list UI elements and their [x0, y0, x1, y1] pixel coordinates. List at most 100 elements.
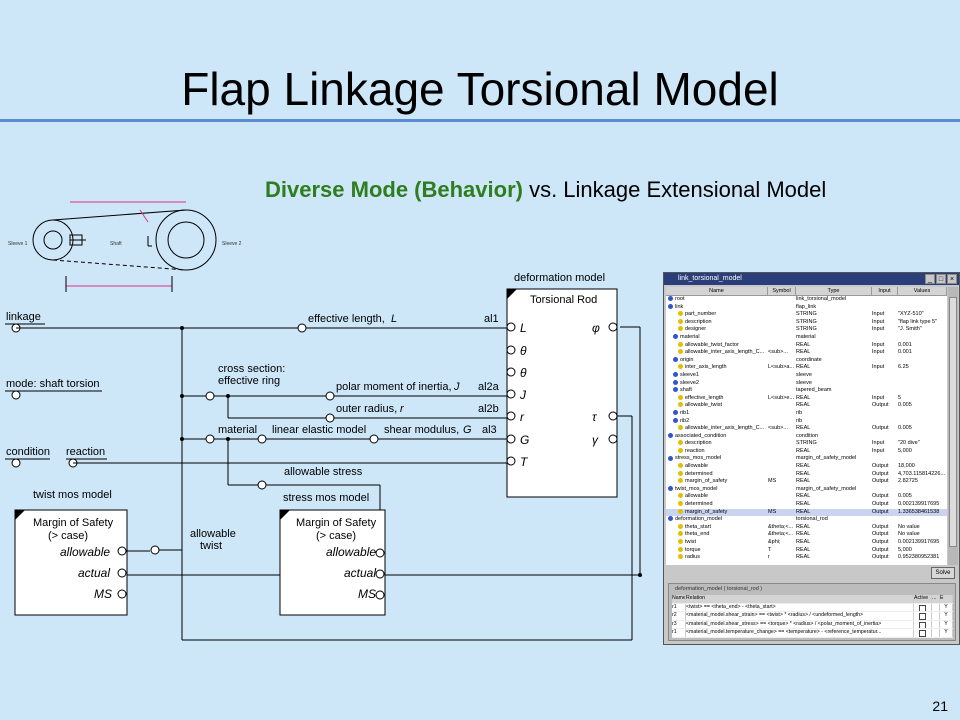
- col-symbol[interactable]: Symbol: [768, 287, 796, 295]
- relation-active: [914, 612, 932, 620]
- grid-scrollbar[interactable]: [948, 287, 958, 565]
- outer-radius-node[interactable]: [325, 413, 335, 423]
- relation-row[interactable]: r3<material_model.shear_stress> == <torq…: [672, 620, 953, 630]
- relation-row[interactable]: r1<twist> == <theta_end> - <theta_start>…: [672, 603, 953, 613]
- rel-col-relation: Relation: [686, 595, 914, 603]
- minimize-icon[interactable]: _: [925, 274, 935, 284]
- grid-cell-value: [898, 296, 947, 304]
- rod-port-G[interactable]: [506, 434, 516, 444]
- window-titlebar[interactable]: link_torsional_model _ □ ×: [664, 273, 959, 285]
- shear-modulus-node[interactable]: [369, 434, 379, 444]
- allowable-stress-node[interactable]: [257, 480, 267, 490]
- col-input[interactable]: Input: [872, 287, 898, 295]
- material-node[interactable]: [205, 434, 215, 444]
- twist-ms-port[interactable]: [117, 589, 127, 599]
- active-checkbox-icon[interactable]: [919, 613, 926, 620]
- grid-name-text: shaft: [680, 387, 692, 394]
- linear-elastic-node[interactable]: [257, 434, 267, 444]
- grid-cell-symbol: [768, 319, 796, 327]
- rod-port-L[interactable]: [506, 322, 516, 332]
- solve-button[interactable]: Solve: [931, 567, 955, 579]
- rod-port-theta1[interactable]: [506, 345, 516, 355]
- col-values[interactable]: Values: [898, 287, 947, 295]
- page-number: 21: [932, 698, 948, 714]
- eff-length-label: effective length,: [308, 313, 385, 325]
- grid-cell-type: REAL: [796, 478, 811, 485]
- stress-allowable-port[interactable]: [375, 548, 385, 558]
- grid-cell-value: [898, 380, 947, 388]
- col-name[interactable]: Name: [666, 287, 768, 295]
- rod-port-gamma[interactable]: [608, 434, 618, 444]
- grid-row[interactable]: allowable_inter_axis_length_C...<sub>...…: [666, 425, 947, 433]
- grid-cell-input: [872, 387, 898, 395]
- condition-port[interactable]: [11, 458, 21, 468]
- cross-section-node[interactable]: [205, 391, 215, 401]
- rod-port-phi[interactable]: [608, 322, 618, 332]
- stress-actual-port[interactable]: [375, 569, 385, 579]
- relation-row[interactable]: r1<material_model.temperature_change> ==…: [672, 629, 953, 638]
- active-checkbox-icon[interactable]: [919, 604, 926, 612]
- polar-moment-node[interactable]: [325, 391, 335, 401]
- node-icon: [668, 296, 673, 302]
- eff-length-node[interactable]: [297, 323, 307, 333]
- allowable-twist-node[interactable]: [150, 545, 160, 555]
- col-type[interactable]: Type: [796, 287, 872, 295]
- rod-port-r[interactable]: [506, 411, 516, 421]
- subtitle-rest: vs. Linkage Extensional Model: [522, 177, 827, 202]
- twist-actual-port[interactable]: [117, 568, 127, 578]
- rod-port-tau[interactable]: [608, 411, 618, 421]
- rod-port-T[interactable]: [506, 456, 516, 466]
- mode-port[interactable]: [11, 390, 21, 400]
- twist-allowable-port[interactable]: [117, 546, 127, 556]
- rod-port-J[interactable]: [506, 389, 516, 399]
- grid-cell-symbol: &theta;<...: [768, 531, 794, 538]
- scroll-thumb[interactable]: [949, 297, 957, 547]
- close-icon[interactable]: ×: [947, 274, 957, 284]
- active-checkbox-icon[interactable]: [919, 630, 926, 637]
- grid-row[interactable]: allowable_inter_axis_length_C...<sub>...…: [666, 349, 947, 357]
- rod-port-theta2[interactable]: [506, 367, 516, 377]
- stress-ms-port[interactable]: [375, 590, 385, 600]
- grid-cell-symbol: [768, 440, 796, 448]
- active-checkbox-icon[interactable]: [919, 621, 926, 629]
- maximize-icon[interactable]: □: [936, 274, 946, 284]
- relation-row[interactable]: r2<material_model.shear_strain> == <twis…: [672, 612, 953, 621]
- polar-moment-label: polar moment of inertia,: [336, 381, 452, 393]
- grid-cell-type: REAL: [796, 546, 811, 553]
- grid-cell-value: [898, 410, 947, 418]
- grid-cell-input: [872, 418, 898, 426]
